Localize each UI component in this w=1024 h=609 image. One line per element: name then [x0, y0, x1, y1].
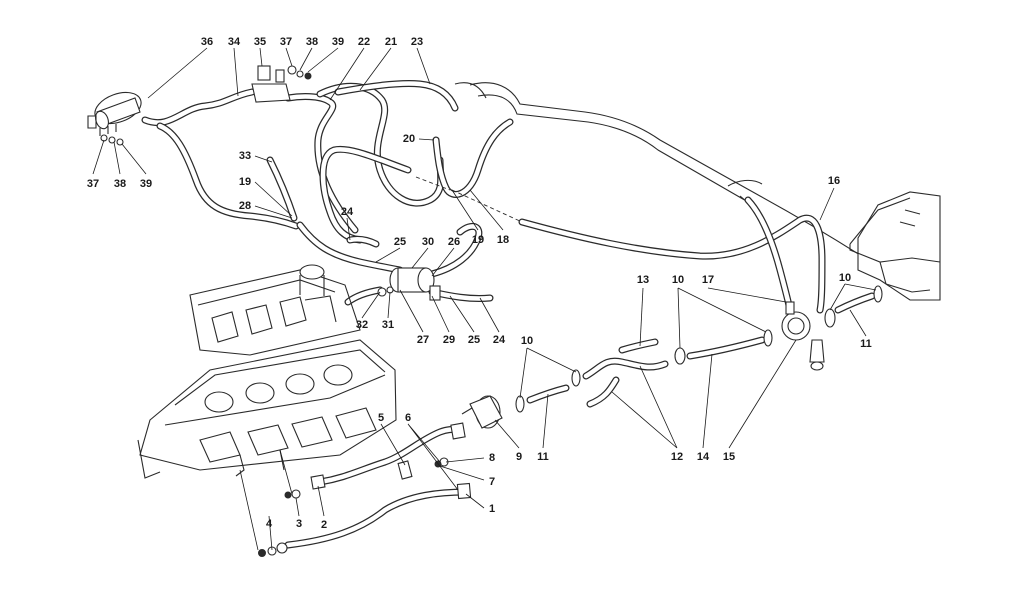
callout-c15: 15 — [723, 451, 735, 463]
callout-c24a: 24 — [341, 206, 354, 218]
callout-c6: 6 — [405, 412, 411, 424]
callout-c3: 3 — [296, 518, 302, 530]
expansion-tank — [849, 191, 941, 301]
callout-c26: 26 — [448, 236, 460, 248]
leader-lines — [92, 47, 877, 551]
callout-c21: 21 — [385, 36, 397, 48]
callout-c11b: 11 — [537, 451, 549, 463]
callout-c33: 33 — [239, 150, 251, 162]
callout-c8: 8 — [489, 452, 495, 464]
callout-c37b: 37 — [87, 178, 99, 190]
callout-c25b: 25 — [468, 334, 480, 346]
callout-c19b: 19 — [472, 234, 484, 246]
callout-c39b: 39 — [140, 178, 152, 190]
callout-c19a: 19 — [239, 176, 251, 188]
solenoid-valve — [251, 65, 312, 103]
callout-c35: 35 — [254, 36, 266, 48]
chassis-outline — [454, 82, 881, 269]
callout-c18: 18 — [497, 234, 509, 246]
vapor-canister — [87, 91, 142, 146]
callout-c16: 16 — [828, 175, 840, 187]
callout-c1: 1 — [489, 503, 495, 515]
callout-c36: 36 — [201, 36, 213, 48]
callout-c5: 5 — [378, 412, 384, 424]
callout-c31: 31 — [382, 319, 394, 331]
callout-c25a: 25 — [394, 236, 406, 248]
callout-c7: 7 — [489, 476, 495, 488]
inline-filter — [377, 267, 441, 301]
hose-network — [141, 79, 826, 314]
engine-head — [137, 264, 397, 479]
callout-c10b: 10 — [839, 272, 851, 284]
callout-c17: 17 — [702, 274, 714, 286]
callout-c11a: 11 — [860, 338, 872, 350]
callout-c2: 2 — [321, 519, 327, 531]
callout-c9: 9 — [516, 451, 522, 463]
callout-c28: 28 — [239, 200, 251, 212]
callout-c29: 29 — [443, 334, 455, 346]
callout-c39a: 39 — [332, 36, 344, 48]
callout-c38a: 38 — [306, 36, 318, 48]
callout-c38b: 38 — [114, 178, 126, 190]
callout-c27: 27 — [417, 334, 429, 346]
callout-c32: 32 — [356, 319, 368, 331]
callout-c37a: 37 — [280, 36, 292, 48]
callout-c30: 30 — [422, 236, 434, 248]
callout-c4: 4 — [266, 518, 273, 530]
callout-c14: 14 — [697, 451, 710, 463]
callout-c34: 34 — [228, 36, 241, 48]
callout-c13: 13 — [637, 274, 649, 286]
callout-c22: 22 — [358, 36, 370, 48]
callout-c20: 20 — [403, 133, 415, 145]
callout-c23: 23 — [411, 36, 423, 48]
callout-c10a: 10 — [672, 274, 684, 286]
water-pump-assembly — [461, 285, 883, 429]
callout-c24b: 24 — [493, 334, 506, 346]
callout-c10c: 10 — [521, 335, 533, 347]
callout-c12: 12 — [671, 451, 683, 463]
